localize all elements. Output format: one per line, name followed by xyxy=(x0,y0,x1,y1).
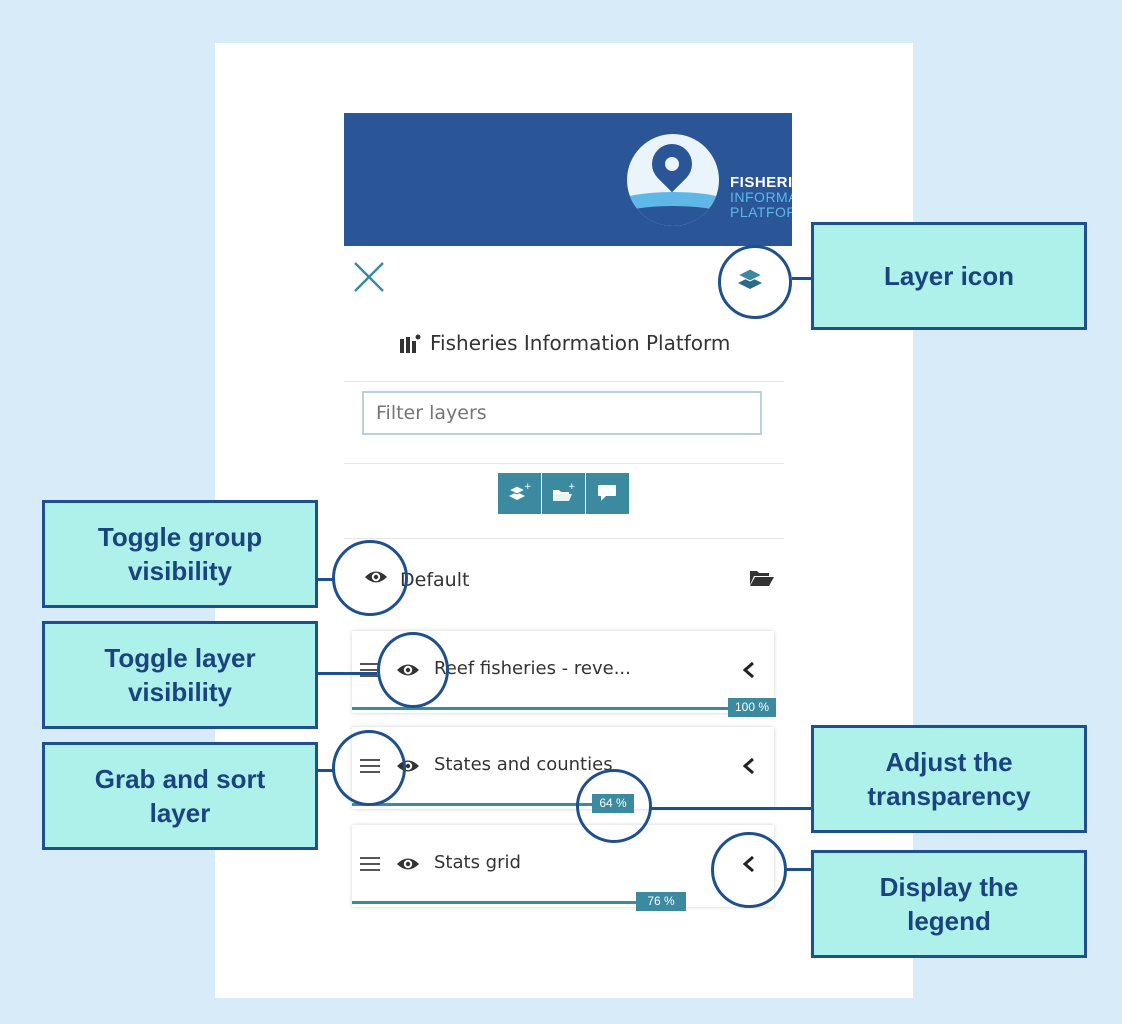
callout-toggle-group: Toggle group visibility xyxy=(42,500,318,608)
opacity-badge[interactable]: 76 % xyxy=(636,892,686,911)
highlight-ring-legend xyxy=(711,832,787,908)
layer-name: Stats grid xyxy=(434,852,521,873)
layer-item[interactable]: Stats grid 76 % xyxy=(352,825,774,911)
layer-name: States and counties xyxy=(434,754,613,775)
chevron-left-icon[interactable] xyxy=(742,660,756,680)
leader-line xyxy=(792,277,812,280)
add-group-button[interactable]: + xyxy=(542,473,585,514)
highlight-ring-group-eye xyxy=(332,540,408,616)
highlight-ring-layer-eye xyxy=(377,632,449,708)
callout-grab-sort: Grab and sort layer xyxy=(42,742,318,850)
brand-banner: FISHERIES INFORMATION PLATFORM xyxy=(344,113,792,246)
catalog-title-row: Fisheries Information Platform xyxy=(344,325,784,382)
highlight-ring-drag xyxy=(332,730,406,806)
opacity-slider[interactable] xyxy=(352,803,597,806)
svg-text:+: + xyxy=(524,482,532,492)
svg-text:+: + xyxy=(568,482,576,492)
logo xyxy=(627,134,719,226)
opacity-slider[interactable] xyxy=(352,901,642,904)
drag-handle-icon[interactable] xyxy=(360,856,380,872)
drag-handle-icon[interactable] xyxy=(360,662,380,678)
callout-toggle-layer: Toggle layer visibility xyxy=(42,621,318,729)
folder-open-icon[interactable] xyxy=(749,568,775,588)
highlight-ring-opacity xyxy=(576,769,652,843)
add-group-icon: + xyxy=(553,482,576,501)
brand-wordmark: FISHERIES INFORMATION PLATFORM xyxy=(730,174,792,220)
highlight-ring-layers xyxy=(718,245,792,319)
map-catalog-icon xyxy=(400,334,421,353)
leader-line xyxy=(317,769,333,772)
add-layer-icon: + xyxy=(508,482,532,500)
layer-name: Reef fisheries - reve... xyxy=(434,658,631,679)
catalog-title: Fisheries Information Platform xyxy=(430,331,731,355)
callout-legend: Display the legend xyxy=(811,850,1087,958)
eye-icon[interactable] xyxy=(396,855,420,873)
comment-icon xyxy=(598,485,616,501)
leader-line xyxy=(651,807,812,810)
app-panel: FISHERIES INFORMATION PLATFORM Fisheries… xyxy=(344,113,792,928)
close-icon[interactable] xyxy=(351,259,387,295)
group-name: Default xyxy=(400,569,470,591)
opacity-badge[interactable]: 100 % xyxy=(728,698,776,717)
callout-transparency: Adjust the transparency xyxy=(811,725,1087,833)
add-layer-button[interactable]: + xyxy=(498,473,541,514)
leader-line xyxy=(317,578,333,581)
callout-layer-icon: Layer icon xyxy=(811,222,1087,330)
opacity-slider[interactable] xyxy=(352,707,732,710)
layer-group-default: Default xyxy=(344,550,784,610)
leader-line xyxy=(786,868,812,871)
chevron-left-icon[interactable] xyxy=(742,756,756,776)
comment-button[interactable] xyxy=(586,473,629,514)
layer-toolbar: + + xyxy=(498,473,630,514)
filter-layers-input[interactable] xyxy=(362,391,762,435)
leader-line xyxy=(317,672,377,675)
layer-item[interactable]: States and counties 64 % xyxy=(352,727,774,813)
